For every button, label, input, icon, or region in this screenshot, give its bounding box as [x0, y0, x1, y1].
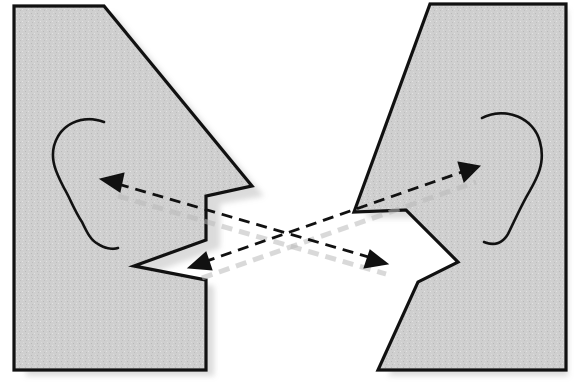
left-head — [14, 6, 252, 370]
arrowhead-right-mouth — [364, 250, 388, 268]
left-head-silhouette — [14, 6, 252, 370]
